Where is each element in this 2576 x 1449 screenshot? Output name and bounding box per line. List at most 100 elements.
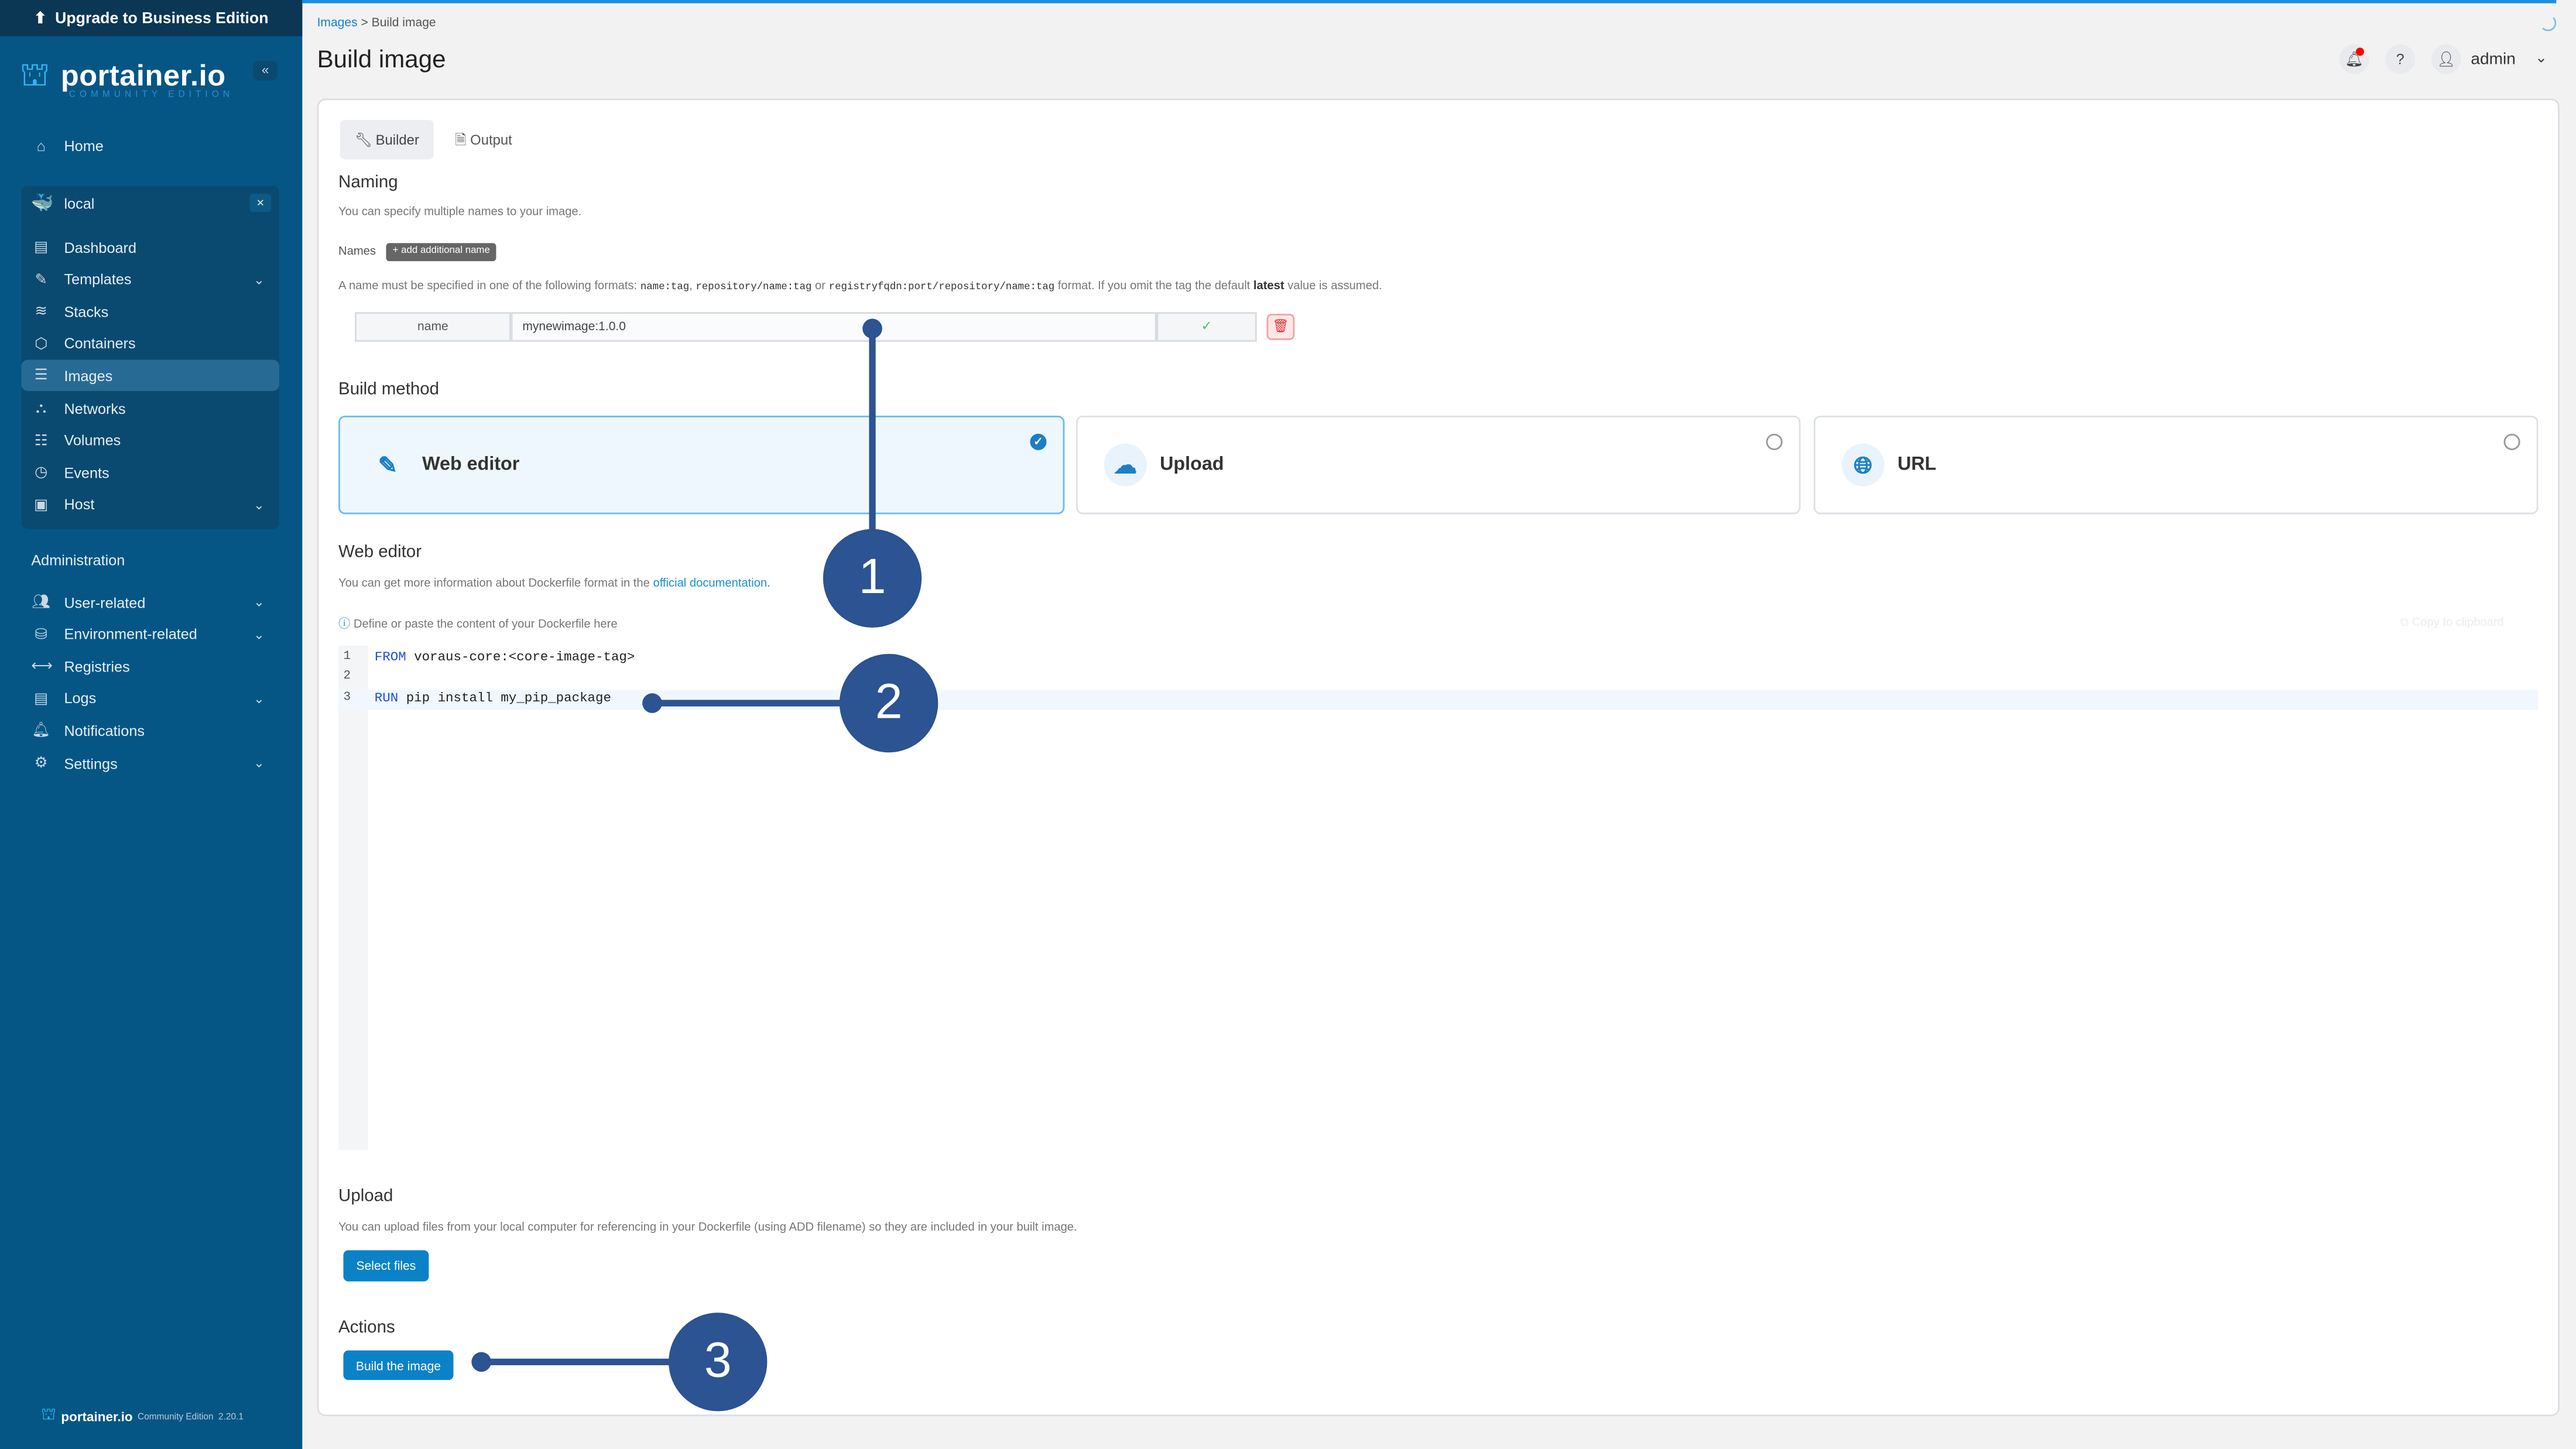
registry-icon: ⟷	[31, 657, 53, 674]
upgrade-banner[interactable]: ⬆Upgrade to Business Edition	[0, 0, 303, 36]
breadcrumb-images[interactable]: Images	[317, 15, 358, 30]
clock-icon: ◷	[35, 463, 48, 480]
database-icon: ☷	[34, 431, 48, 448]
home-icon: ⌂	[36, 137, 46, 154]
sidebar-item-notifications[interactable]: 🔔︎ Notifications	[21, 715, 279, 746]
sidebar-item-stacks[interactable]: ≋Stacks	[21, 296, 279, 327]
tab-builder[interactable]: 🔧︎Builder	[340, 119, 434, 160]
close-environment-button[interactable]: ×	[249, 194, 272, 212]
method-label: Upload	[1160, 455, 1224, 475]
sidebar-item-dashboard[interactable]: ▤Dashboard	[21, 232, 279, 263]
image-name-input[interactable]: mynewimage:1.0.0	[511, 312, 1157, 342]
label: Events	[64, 464, 109, 481]
list-icon: ☰	[34, 366, 48, 383]
page-title: Build image	[317, 46, 446, 74]
sidebar-item-events[interactable]: ◷ Events	[21, 457, 279, 488]
sidebar-item-registries[interactable]: ⟷ Registries	[21, 651, 279, 682]
web-editor-heading: Web editor	[338, 542, 422, 562]
label: Images	[64, 368, 113, 385]
annotation-2: 2	[839, 653, 938, 753]
sidebar-item-host[interactable]: ▣Host⌄	[21, 489, 279, 520]
naming-desc: You can specify multiple names to your i…	[338, 203, 582, 219]
env-name: local	[64, 194, 95, 211]
help-icon[interactable]: ?	[2385, 44, 2415, 74]
user-menu[interactable]: admin	[2471, 50, 2516, 69]
method-label: Web editor	[422, 455, 520, 475]
sidebar-item-home[interactable]: ⌂ Home	[21, 130, 279, 161]
label: Containers	[64, 335, 136, 352]
sidebar-item-networks[interactable]: ⛬Networks	[21, 393, 279, 424]
box-icon: ⬡	[35, 334, 48, 351]
line-gutter	[338, 645, 368, 1150]
chevron-down-icon: ⌄	[253, 626, 265, 642]
sidebar-item-images[interactable]: ☰ Images	[21, 360, 280, 392]
actions-heading: Actions	[338, 1317, 395, 1338]
upload-desc: You can upload files from your local com…	[338, 1219, 1077, 1234]
tab-output[interactable]: 🗎 Output	[455, 131, 512, 154]
breadcrumb: Images > Build image	[317, 15, 436, 30]
build-method-heading: Build method	[338, 379, 440, 399]
copy-to-clipboard-button[interactable]: ⧉ Copy to clipboard	[2400, 614, 2504, 629]
line-number: 2	[343, 670, 351, 684]
sidebar-item-containers[interactable]: ⬡ Containers	[21, 328, 279, 359]
line-number: 3	[343, 691, 351, 704]
breadcrumb-current: Build image	[371, 15, 436, 30]
code-line: RUN pip install my_pip_package	[374, 691, 611, 706]
label: Logs	[64, 690, 97, 707]
footer-version: 2.20.1	[218, 1412, 244, 1422]
name-field-label: name	[355, 312, 511, 342]
label: Environment-related	[64, 626, 197, 643]
name-format-help: A name must be specified in one of the f…	[338, 278, 1382, 293]
sidebar-item-templates[interactable]: ✎Templates⌄	[21, 264, 279, 295]
users-icon: 👥︎	[32, 593, 51, 610]
chevron-down-icon[interactable]: ⌄	[2534, 49, 2548, 66]
logo-subtitle: COMMUNITY EDITION	[68, 90, 234, 101]
label: Stacks	[64, 303, 109, 320]
sidebar-item-volumes[interactable]: ☷Volumes	[21, 425, 279, 456]
portainer-logo-icon: ⛫	[19, 57, 50, 94]
build-the-image-button[interactable]: Build the image	[343, 1350, 454, 1381]
network-icon: ⛬	[36, 399, 47, 416]
method-url[interactable]: 🌐︎URL	[1813, 415, 2539, 515]
sidebar-item-user-related[interactable]: 👥︎User-related⌄	[21, 587, 279, 618]
user-icon[interactable]: 👤︎	[2431, 44, 2461, 74]
official-documentation-link[interactable]: official documentation.	[653, 575, 770, 590]
label: Templates	[64, 271, 132, 288]
add-additional-name-button[interactable]: + add additional name	[386, 243, 497, 262]
label: User-related	[64, 594, 146, 611]
sidebar-item-settings[interactable]: ⚙Settings⌄	[21, 748, 279, 779]
wrench-icon: 🔧︎	[354, 131, 373, 148]
tab-label: Builder	[375, 131, 419, 148]
gear-icon: ⚙	[34, 754, 48, 771]
radio-checked: ✓	[1030, 433, 1047, 450]
delete-name-button[interactable]: 🗑︎	[1266, 313, 1295, 340]
radio-unchecked	[2503, 433, 2520, 450]
select-files-button[interactable]: Select files	[343, 1250, 429, 1282]
bell-icon: 🔔︎	[32, 721, 51, 739]
notification-badge	[2355, 47, 2365, 56]
method-upload[interactable]: ☁Upload	[1076, 415, 1801, 515]
spinner-icon	[2540, 15, 2557, 32]
annotation-line	[652, 700, 847, 707]
notifications-bell-icon[interactable]: 🔔︎	[2339, 44, 2369, 74]
portainer-logo-icon: ⛫	[41, 1406, 56, 1424]
code-line: FROM voraus-core:<core-image-tag>	[374, 650, 635, 666]
docker-icon: 🐳	[31, 194, 54, 214]
upgrade-icon: ⬆	[33, 9, 47, 28]
administration-heading: Administration	[31, 551, 125, 568]
tab-label: Output	[470, 131, 512, 148]
sidebar-item-logs[interactable]: ▤Logs⌄	[21, 683, 279, 714]
sidebar-item-environment-related[interactable]: ⛁Environment-related⌄	[21, 619, 279, 650]
names-label: Names	[338, 243, 376, 258]
label: Dashboard	[64, 239, 136, 256]
chevron-down-icon: ⌄	[253, 755, 265, 771]
chevron-down-icon: ⌄	[253, 691, 265, 707]
label: Notifications	[64, 722, 145, 739]
method-web-editor[interactable]: ✎Web editor✓	[338, 415, 1065, 515]
annotation-3: 3	[669, 1313, 768, 1412]
dockerfile-editor[interactable]: 1 FROM voraus-core:<core-image-tag>2 3 R…	[338, 645, 2539, 1150]
label: Registries	[64, 658, 130, 675]
collapse-sidebar-button[interactable]: «	[253, 60, 278, 81]
method-label: URL	[1897, 455, 1937, 475]
label: Home	[64, 137, 104, 154]
